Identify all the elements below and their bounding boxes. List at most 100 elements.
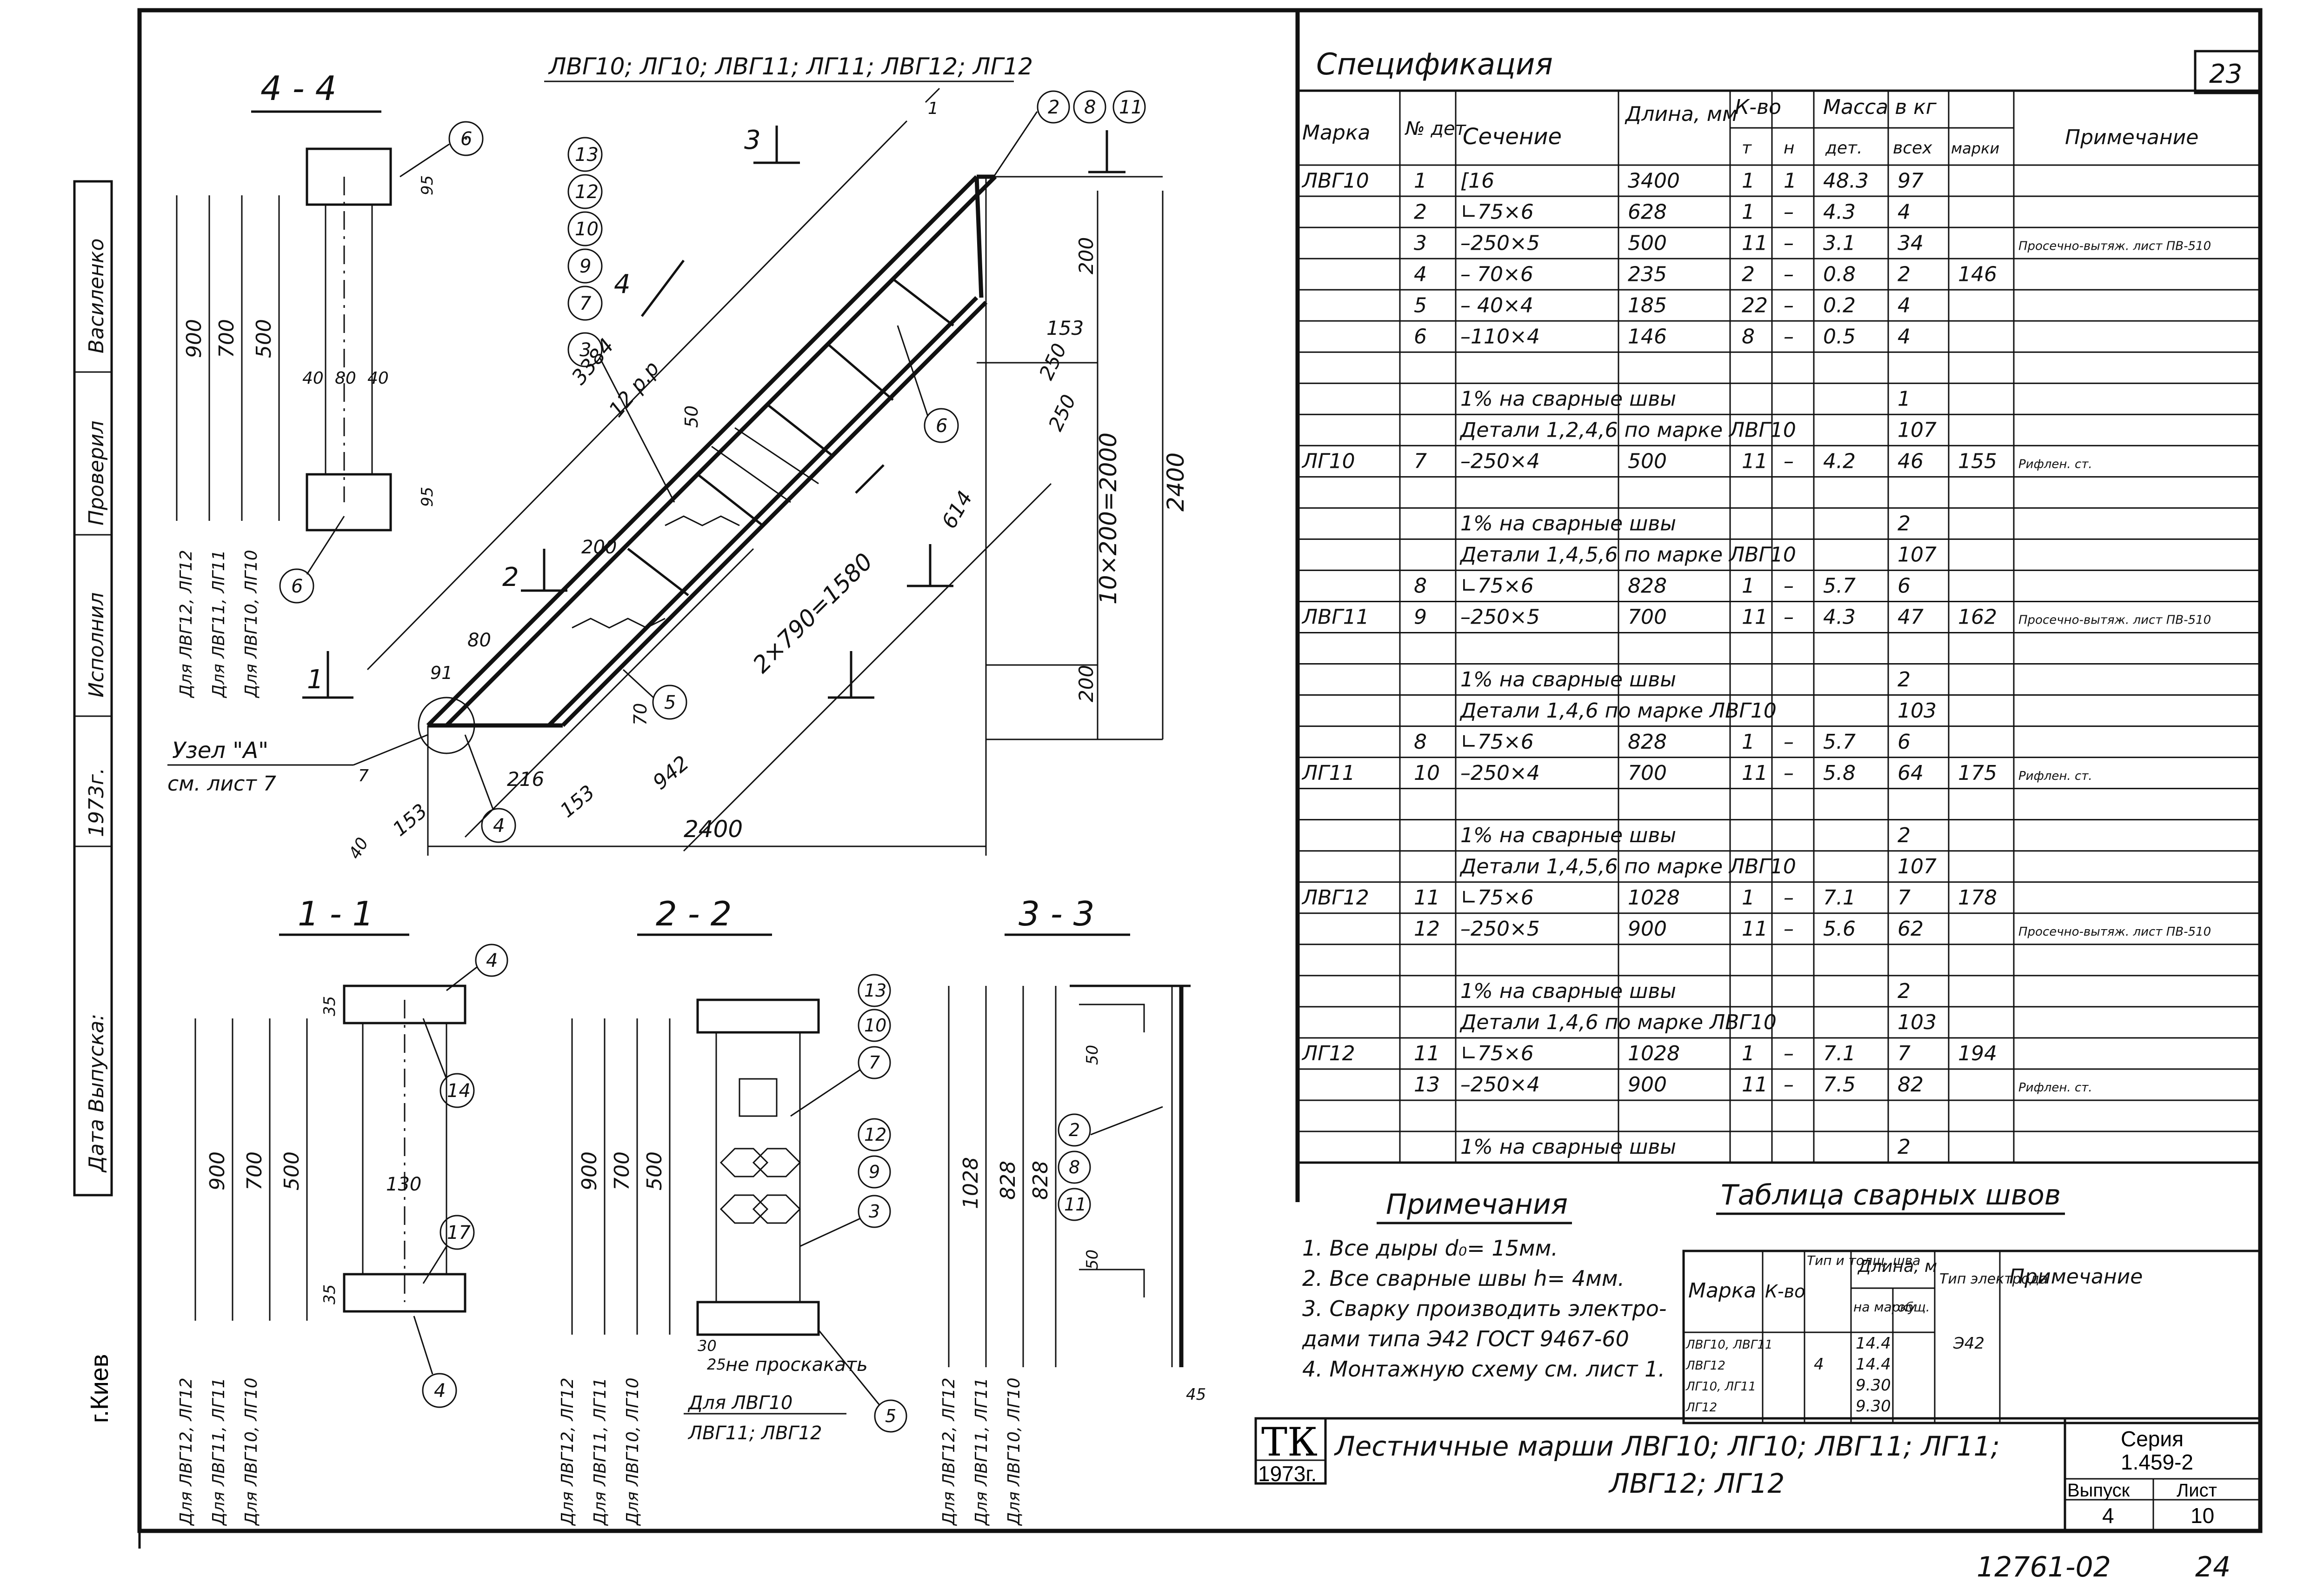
dim-2400-vertical: 2400 [1162, 452, 1189, 512]
note-item: 3. Сварку производить электро- [1302, 1296, 1666, 1321]
spec-cell: 2 [1898, 668, 1911, 692]
weld-cell: 14.4 [1856, 1355, 1891, 1374]
stair-elevation: ЛВГ10; ЛГ10; ЛВГ11; ЛГ11; ЛВГ12; ЛГ12 [167, 53, 1189, 863]
spec-cell: 7 [1898, 1042, 1911, 1065]
svg-text:3: 3 [744, 125, 761, 155]
spec-cell: 1 [1742, 200, 1755, 224]
footer-page: 24 [2195, 1551, 2231, 1583]
sheet-number-top: 23 [2209, 59, 2242, 89]
svg-text:30: 30 [698, 1337, 717, 1355]
spec-cell: 5.8 [1823, 761, 1856, 785]
spec-cell: – [1784, 605, 1794, 629]
svg-text:45: 45 [1186, 1385, 1206, 1404]
spec-cell: – [1784, 293, 1794, 317]
dim-614: 614 [937, 487, 977, 532]
weld-cell: 9.30 [1856, 1397, 1891, 1416]
spec-cell: Детали 1,2,4,6 по марке ЛВГ10 [1459, 419, 1796, 442]
spec-cell: Рифлен. ст. [2018, 769, 2092, 783]
svg-text:700: 700 [215, 319, 239, 358]
svg-text:ЛВГ11; ЛВГ12: ЛВГ11; ЛВГ12 [687, 1423, 822, 1444]
svg-text:828: 828 [996, 1161, 1020, 1200]
spec-cell: 3.1 [1823, 231, 1856, 255]
spec-cell: – [1784, 917, 1794, 941]
svg-text:130: 130 [386, 1174, 421, 1195]
svg-text:4: 4 [614, 269, 631, 299]
spec-cell: 11 [1742, 231, 1768, 255]
spec-cell: ЛГ11 [1301, 761, 1355, 785]
spec-cell: ∟75×6 [1460, 574, 1534, 598]
spec-cell: ∟75×6 [1460, 886, 1534, 910]
dim-216: 216 [507, 768, 544, 791]
svg-text:Для ЛВГ11, ЛГ11: Для ЛВГ11, ЛГ11 [209, 550, 228, 698]
weld-cell: 14.4 [1856, 1334, 1891, 1353]
svg-text:95: 95 [418, 175, 437, 195]
title-block: ТК 1973г. Лестничные марши ЛВГ10; ЛГ10; … [1254, 1417, 2260, 1531]
dim-250-b: 250 [1035, 340, 1071, 383]
svg-text:Примечание: Примечание [2009, 1265, 2143, 1289]
weld-cell: ЛГ10, ЛГ11 [1685, 1380, 1756, 1394]
spec-header: Марка № дет Сечение Длина, мм К-во т н М… [1302, 95, 2198, 158]
spec-cell: – [1784, 231, 1794, 255]
svg-text:11: 11 [1064, 1194, 1086, 1215]
spec-cell: 1 [1742, 574, 1755, 598]
svg-text:700: 700 [243, 1151, 266, 1190]
cut-marker-4: 4 [614, 259, 885, 494]
dim-250-a: 250 [1044, 391, 1080, 434]
svg-text:10: 10 [575, 219, 599, 240]
svg-text:Длина, м: Длина, м [1857, 1257, 1937, 1276]
svg-text:50: 50 [1083, 1250, 1102, 1270]
dim-200-c: 200 [581, 537, 617, 558]
svg-text:общ.: общ. [1898, 1299, 1930, 1315]
spec-cell: 162 [1958, 605, 1997, 629]
spec-cell: – [1784, 886, 1794, 910]
svg-text:№ дет: № дет [1405, 118, 1467, 140]
spec-cell: 8 [1414, 574, 1427, 598]
spec-cell: Рифлен. ст. [2018, 458, 2092, 472]
spec-cell: 2 [1898, 512, 1911, 536]
dim-2x790: 2×790=1580 [747, 548, 878, 678]
spec-cell: 103 [1898, 1011, 1937, 1034]
tb-series-value: 1.459-2 [2121, 1450, 2193, 1474]
spec-cell: –250×5 [1460, 917, 1540, 941]
spec-cell: 34 [1898, 231, 1924, 255]
svg-text:500: 500 [252, 319, 276, 358]
svg-text:Для ЛВГ12, ЛГ12: Для ЛВГ12, ЛГ12 [939, 1377, 959, 1526]
svg-text:4: 4 [486, 950, 498, 971]
svg-text:Тип и толщ. шва: Тип и толщ. шва [1807, 1253, 1920, 1268]
spec-cell: 628 [1628, 200, 1667, 224]
stamp-year: 1973г. [85, 768, 108, 837]
spec-cell: 1 [1742, 730, 1755, 754]
tb-tk: ТК [1261, 1419, 1318, 1465]
spec-cell: 5.7 [1823, 574, 1856, 598]
tb-release-value: 4 [2102, 1503, 2114, 1528]
notes-list: 1. Все дыры d₀= 15мм.2. Все сварные швы … [1302, 1236, 1666, 1382]
tb-sheet-value: 10 [2191, 1503, 2214, 1528]
specification-table: Спецификация 23 Марка № дет Сечение Длин… [1296, 47, 2262, 1164]
dim-200-b: 200 [1075, 665, 1098, 702]
svg-text:2: 2 [1069, 1120, 1080, 1140]
svg-text:8: 8 [1069, 1157, 1080, 1177]
svg-text:7: 7 [579, 293, 592, 314]
dim-153-b: 153 [556, 781, 599, 822]
spec-cell: 97 [1898, 169, 1924, 193]
svg-text:25: 25 [707, 1356, 726, 1373]
svg-text:Для ЛВГ11, ЛГ11: Для ЛВГ11, ЛГ11 [209, 1377, 228, 1526]
spec-cell: Детали 1,4,6 по марке ЛВГ10 [1459, 1011, 1777, 1034]
weld-cell: ЛВГ12 [1685, 1359, 1725, 1373]
sheet-frame [137, 8, 2263, 1549]
svg-text:500: 500 [280, 1151, 304, 1190]
section-33-title: 3 - 3 [1019, 894, 1094, 933]
cut-marker-3: 3 [744, 125, 1125, 173]
spec-cell: 4.2 [1823, 450, 1856, 473]
spec-cell: Детали 1,4,6 по марке ЛВГ10 [1459, 699, 1777, 723]
spec-cell: 13 [1414, 1073, 1440, 1097]
footer-code: 12761-02 [1977, 1551, 2111, 1583]
spec-cell: ЛГ12 [1301, 1042, 1355, 1065]
